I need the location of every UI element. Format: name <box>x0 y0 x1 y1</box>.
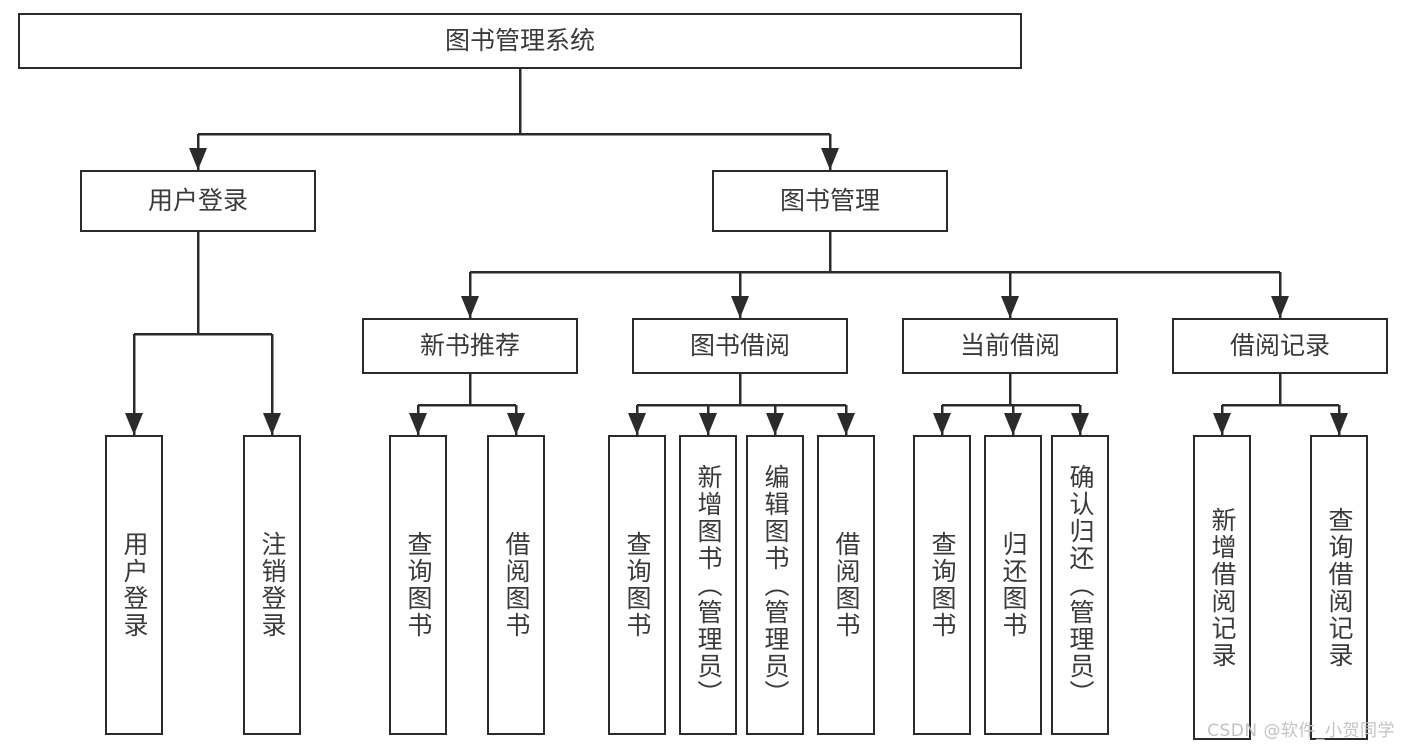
node-l-borrow2[interactable]: 借阅图书 <box>817 435 875 735</box>
arrowhead-icon <box>731 296 749 318</box>
node-label: 新增借阅记录 <box>1208 506 1237 669</box>
node-l-query2[interactable]: 查询图书 <box>608 435 666 735</box>
arrowhead-icon <box>409 413 427 435</box>
node-l-confirm[interactable]: 确认归还（管理员） <box>1051 435 1109 735</box>
node-bookmgmt[interactable]: 图书管理 <box>712 170 948 232</box>
node-l-addrec[interactable]: 新增借阅记录 <box>1193 435 1251 740</box>
node-label: 注销登录 <box>258 531 287 639</box>
arrowhead-icon <box>821 148 839 170</box>
node-l-return[interactable]: 归还图书 <box>984 435 1042 735</box>
node-l-edit[interactable]: 编辑图书（管理员） <box>746 435 804 735</box>
node-l-login[interactable]: 用户登录 <box>105 435 163 735</box>
arrowhead-icon <box>263 413 281 435</box>
arrowhead-icon <box>628 413 646 435</box>
watermark-label: CSDN @软件_小贺同学 <box>1207 721 1395 741</box>
node-label: 借阅记录 <box>1229 331 1330 360</box>
arrowhead-icon <box>1004 413 1022 435</box>
arrowhead-icon <box>1330 413 1348 435</box>
arrowhead-icon <box>189 148 207 170</box>
arrowhead-icon <box>766 413 784 435</box>
arrowhead-icon <box>461 296 479 318</box>
node-label: 编辑图书（管理员） <box>761 463 790 707</box>
arrowhead-icon <box>699 413 717 435</box>
arrowhead-icon <box>507 413 525 435</box>
node-l-logout[interactable]: 注销登录 <box>243 435 301 735</box>
node-label: 新增图书（管理员） <box>694 463 723 707</box>
node-label: 查询图书 <box>623 531 652 639</box>
node-l-queryrec[interactable]: 查询借阅记录 <box>1310 435 1368 740</box>
node-label: 借阅图书 <box>832 531 861 639</box>
node-label: 图书借阅 <box>689 331 790 360</box>
arrowhead-icon <box>125 413 143 435</box>
node-login[interactable]: 用户登录 <box>80 170 316 232</box>
node-root[interactable]: 图书管理系统 <box>18 13 1022 69</box>
arrowhead-icon <box>837 413 855 435</box>
node-records[interactable]: 借阅记录 <box>1172 318 1388 374</box>
node-label: 当前借阅 <box>959 331 1060 360</box>
node-label: 用户登录 <box>120 531 149 639</box>
node-current[interactable]: 当前借阅 <box>902 318 1118 374</box>
node-label: 图书管理 <box>779 186 880 215</box>
node-label: 用户登录 <box>147 186 248 215</box>
node-label: 图书管理系统 <box>444 26 595 55</box>
node-l-query1[interactable]: 查询图书 <box>389 435 447 735</box>
node-label: 查询借阅记录 <box>1325 506 1354 669</box>
node-label: 查询图书 <box>404 531 433 639</box>
node-label: 新书推荐 <box>419 331 520 360</box>
arrowhead-icon <box>1071 413 1089 435</box>
node-borrow[interactable]: 图书借阅 <box>632 318 848 374</box>
node-l-borrow1[interactable]: 借阅图书 <box>487 435 545 735</box>
arrowhead-icon <box>1001 296 1019 318</box>
node-label: 查询图书 <box>928 531 957 639</box>
node-l-query3[interactable]: 查询图书 <box>913 435 971 735</box>
node-newbook[interactable]: 新书推荐 <box>362 318 578 374</box>
node-label: 借阅图书 <box>502 531 531 639</box>
arrowhead-icon <box>1271 296 1289 318</box>
node-label: 归还图书 <box>999 531 1028 639</box>
node-label: 确认归还（管理员） <box>1066 463 1095 707</box>
arrowhead-icon <box>1213 413 1231 435</box>
node-l-add[interactable]: 新增图书（管理员） <box>679 435 737 735</box>
arrowhead-icon <box>933 413 951 435</box>
